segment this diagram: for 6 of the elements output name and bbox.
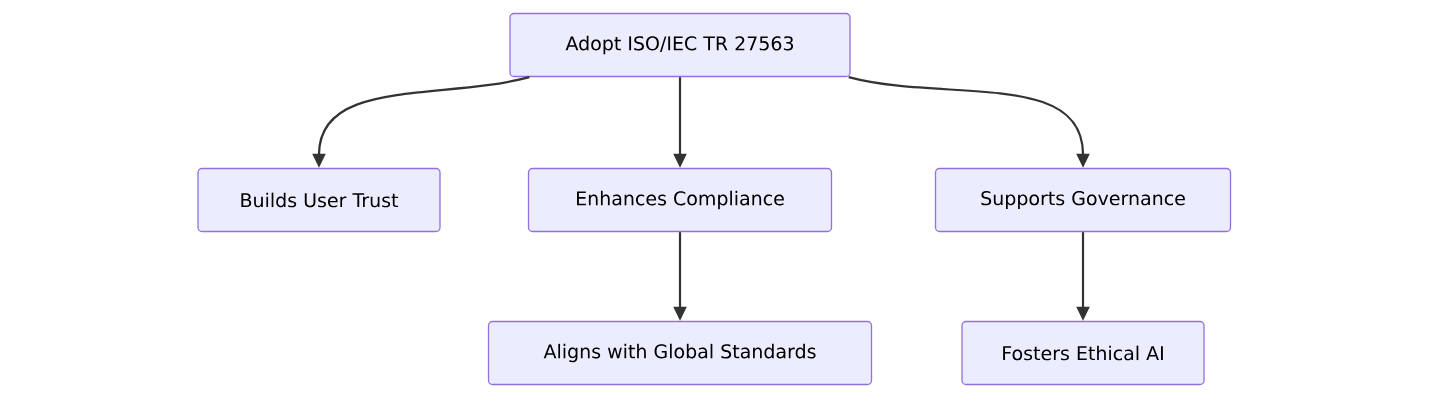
process-box: Aligns with Global Standards [487,320,873,386]
process-box: Supports Governance [934,167,1232,233]
process-box: Builds User Trust [197,167,441,233]
process-box: Adopt ISO/IEC TR 27563 [509,12,851,78]
process-box: Enhances Compliance [527,167,833,233]
process-box: Fosters Ethical AI [961,320,1205,386]
